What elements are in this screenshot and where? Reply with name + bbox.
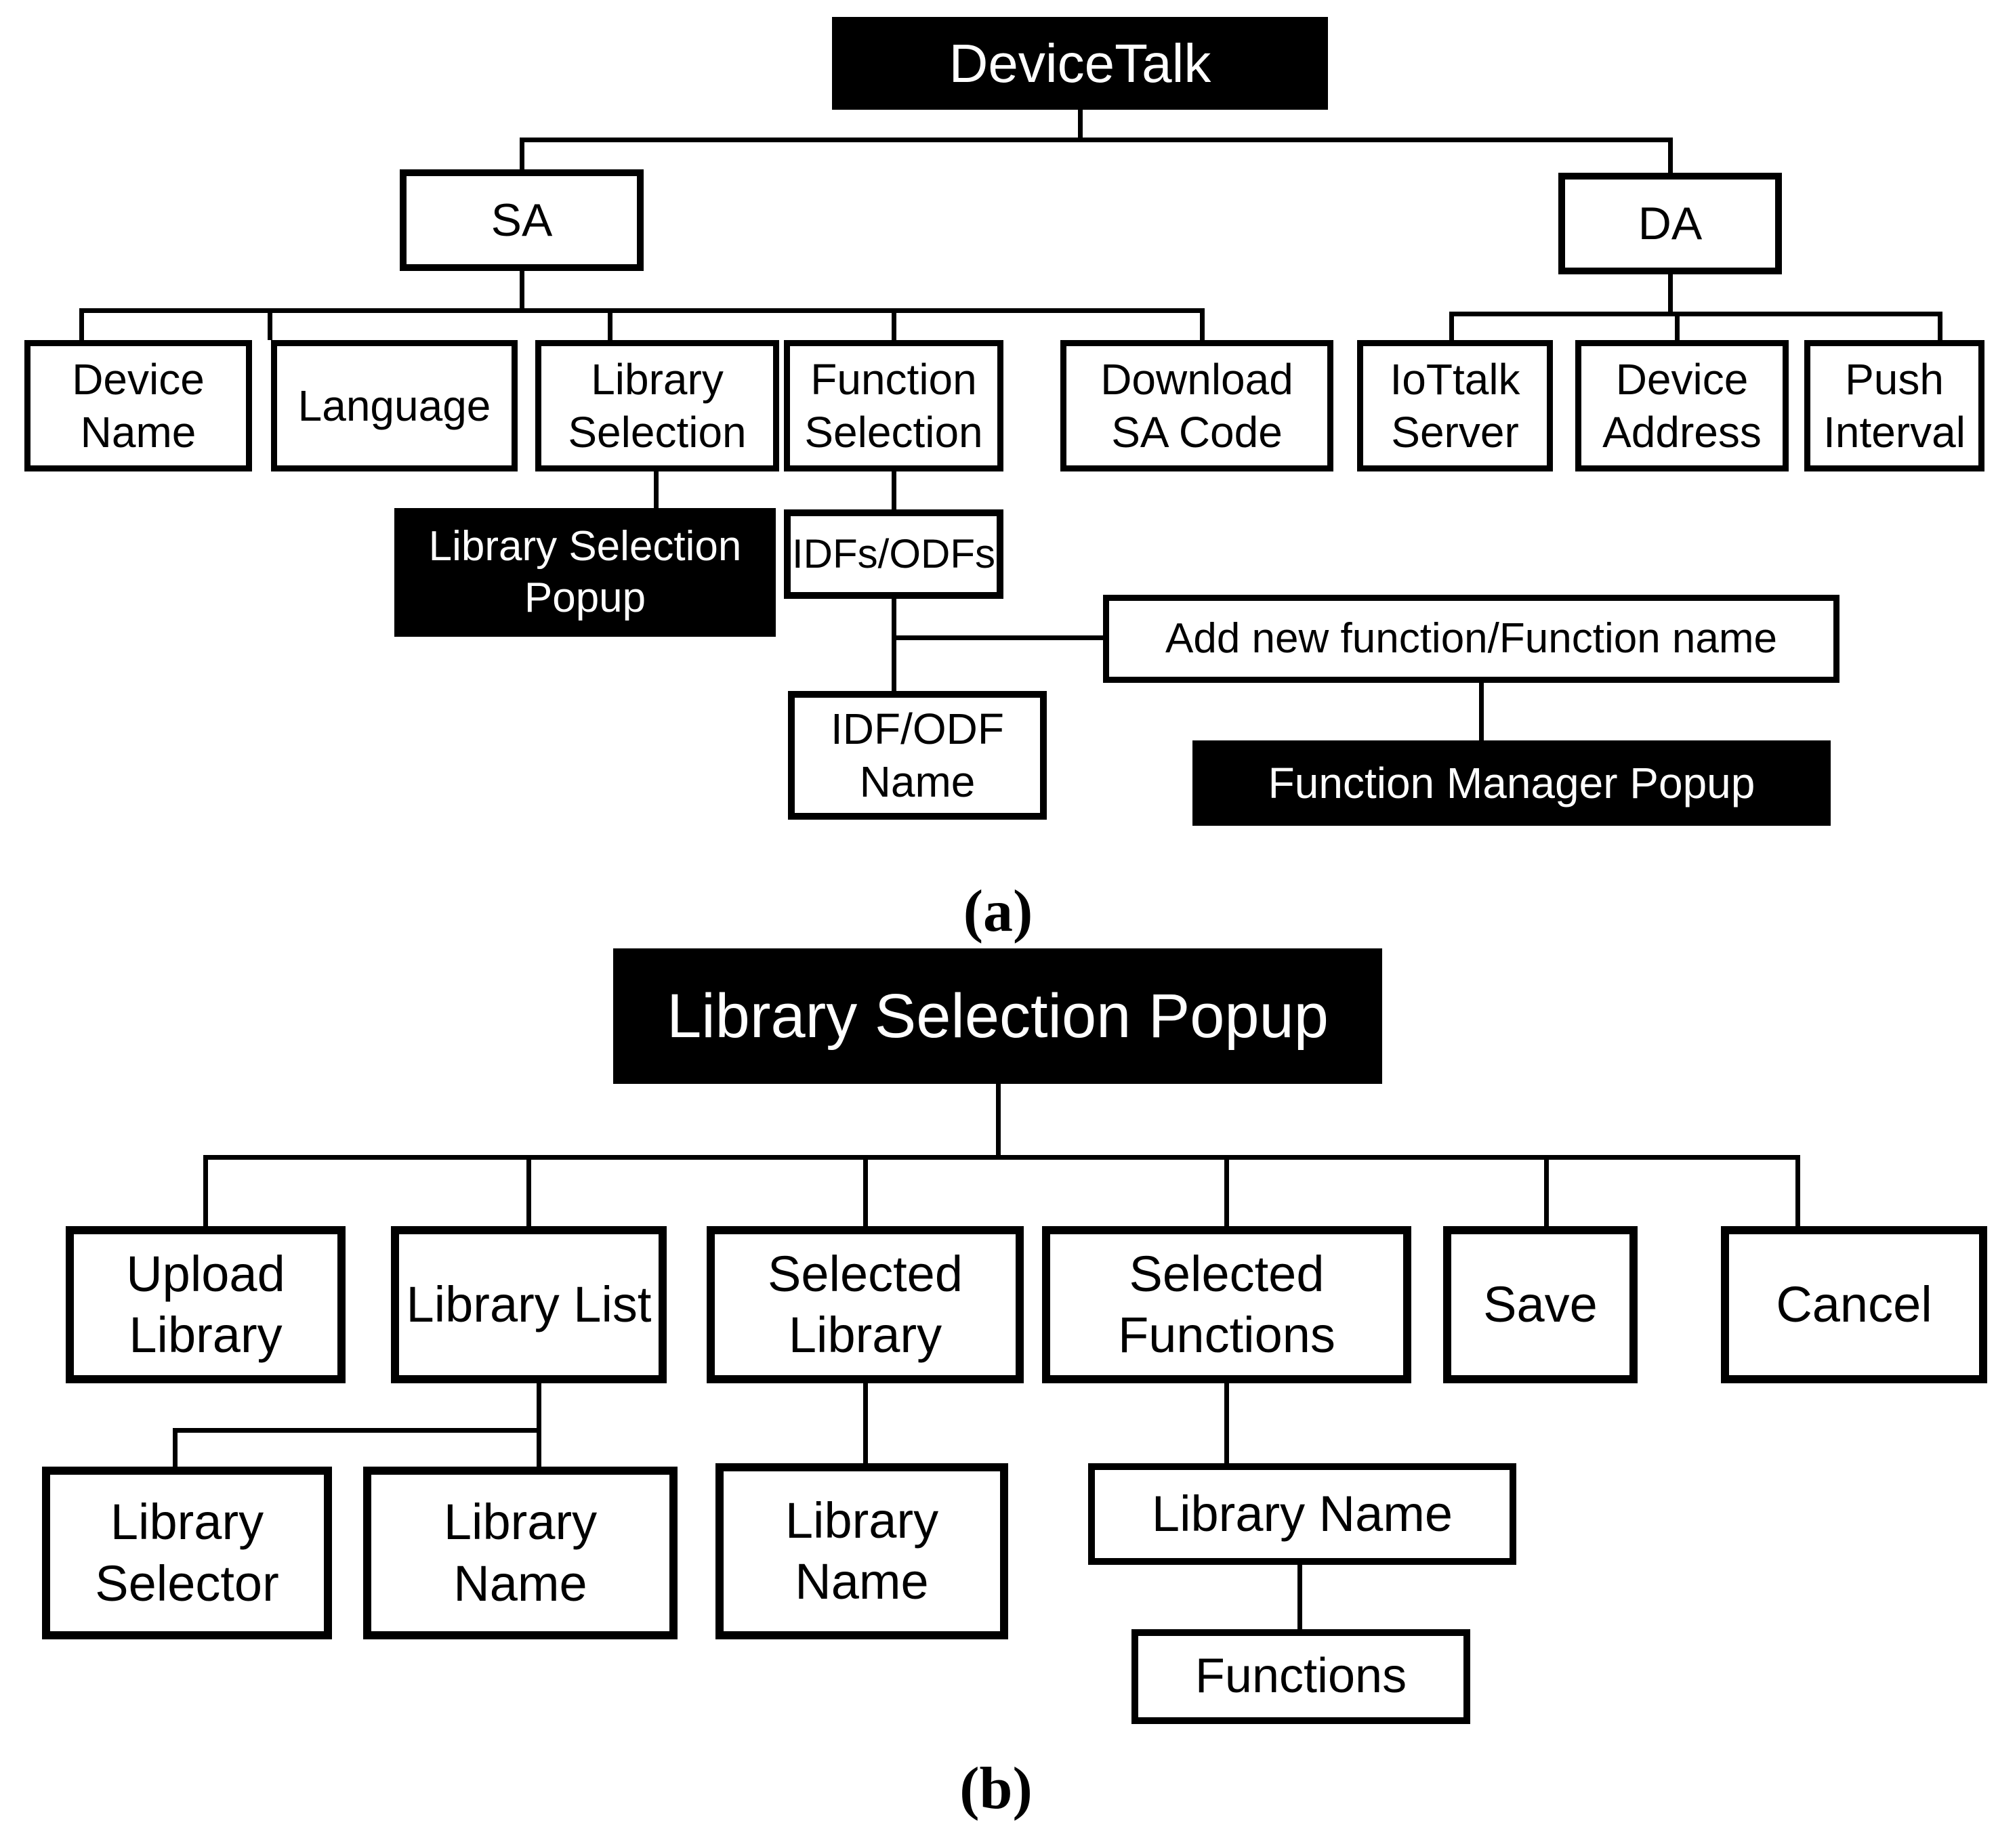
node-device-name: Device Name bbox=[24, 340, 252, 471]
node-library-list: Library List bbox=[391, 1226, 667, 1383]
node-library-selection-popup-a: Library Selection Popup bbox=[394, 508, 776, 637]
connector-stub-push-interval bbox=[1938, 312, 1942, 340]
node-da: DA bbox=[1558, 173, 1782, 274]
connector-stub-device-name bbox=[79, 308, 84, 340]
connector-selected-functions-down bbox=[1224, 1383, 1229, 1463]
node-library-name-under-selected-library: Library Name bbox=[715, 1463, 1008, 1639]
node-device-address: Device Address bbox=[1575, 340, 1789, 471]
node-language: Language bbox=[271, 340, 518, 471]
node-download-sa-code: Download SA Code bbox=[1060, 340, 1333, 471]
connector-stub-library-selection bbox=[608, 308, 612, 340]
connector-stub-upload-library bbox=[203, 1155, 208, 1226]
connector-bus-sa-da bbox=[520, 138, 1673, 142]
connector-stub-download-sa-code bbox=[1200, 308, 1205, 340]
node-functions: Functions bbox=[1131, 1629, 1470, 1724]
connector-stub-library-selector bbox=[173, 1428, 178, 1467]
connector-stub-library-name-1 bbox=[537, 1428, 541, 1467]
connector-stub-device-address bbox=[1675, 312, 1680, 340]
connector-devicetalk-down bbox=[1078, 110, 1083, 142]
connector-library-list-down bbox=[537, 1383, 541, 1428]
connector-stub-selected-functions bbox=[1224, 1155, 1229, 1226]
connector-bus-to-da bbox=[1668, 138, 1673, 173]
node-idf-odf-name: IDF/ODF Name bbox=[788, 691, 1047, 820]
node-function-manager-popup: Function Manager Popup bbox=[1192, 740, 1831, 826]
node-save: Save bbox=[1443, 1226, 1638, 1383]
node-library-name-under-list: Library Name bbox=[363, 1467, 678, 1639]
connector-library-selection-to-popup bbox=[654, 471, 659, 508]
connector-stub-function-selection bbox=[892, 308, 896, 340]
connector-bus-sa-children bbox=[79, 308, 1205, 313]
node-cancel: Cancel bbox=[1721, 1226, 1987, 1383]
node-function-selection: Function Selection bbox=[784, 340, 1003, 471]
node-library-selection: Library Selection bbox=[535, 340, 779, 471]
connector-add-new-to-manager-popup bbox=[1479, 683, 1484, 740]
connector-stub-save bbox=[1544, 1155, 1549, 1226]
node-selected-functions: Selected Functions bbox=[1042, 1226, 1411, 1383]
connector-popup-b-down bbox=[996, 1084, 1001, 1155]
node-add-new-function: Add new function/Function name bbox=[1103, 595, 1839, 683]
node-devicetalk: DeviceTalk bbox=[832, 17, 1328, 110]
connector-sa-down bbox=[520, 271, 524, 308]
connector-stub-iottalk-server bbox=[1449, 312, 1454, 340]
node-selected-library: Selected Library bbox=[707, 1226, 1024, 1383]
connector-selected-library-down bbox=[863, 1383, 868, 1463]
connector-branch-to-add-new bbox=[892, 635, 1103, 640]
connector-library-name-to-functions bbox=[1297, 1565, 1302, 1629]
node-library-selector: Library Selector bbox=[42, 1467, 332, 1639]
connector-bus-da-children bbox=[1449, 312, 1942, 316]
connector-bus-popup-children bbox=[203, 1155, 1800, 1160]
connector-stub-library-list bbox=[526, 1155, 531, 1226]
node-idfs-odfs: IDFs/ODFs bbox=[784, 509, 1003, 599]
connector-stub-language bbox=[268, 308, 272, 340]
node-library-selection-popup-b: Library Selection Popup bbox=[613, 948, 1382, 1084]
connector-bus-to-sa bbox=[520, 138, 524, 169]
node-push-interval: Push Interval bbox=[1804, 340, 1984, 471]
connector-bus-library-list-children bbox=[173, 1428, 541, 1433]
node-library-name-under-selected-functions: Library Name bbox=[1088, 1463, 1516, 1565]
node-sa: SA bbox=[400, 169, 644, 271]
connector-stub-cancel bbox=[1795, 1155, 1800, 1226]
node-upload-library: Upload Library bbox=[66, 1226, 346, 1383]
node-iottalk-server: IoTtalk Server bbox=[1357, 340, 1553, 471]
connector-idfs-to-idf-name bbox=[892, 599, 896, 691]
connector-da-down bbox=[1668, 274, 1673, 312]
connector-function-selection-to-idfs bbox=[892, 471, 896, 509]
panel-a-label: (a) bbox=[963, 879, 1033, 944]
connector-stub-selected-library bbox=[863, 1155, 868, 1226]
panel-b-label: (b) bbox=[959, 1756, 1033, 1822]
